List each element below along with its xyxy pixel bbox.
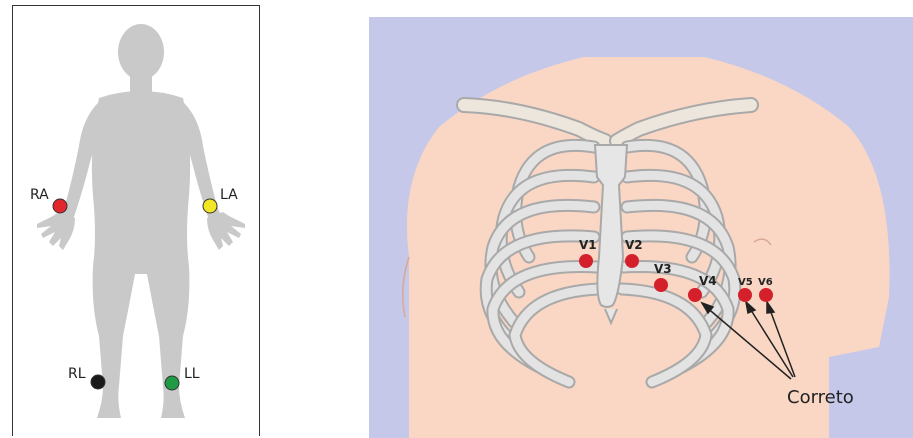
ll-electrode — [165, 376, 179, 390]
v2-electrode — [625, 254, 639, 268]
human-body-silhouette — [37, 24, 245, 418]
v2-label: V2 — [625, 238, 643, 252]
v5-label: V5 — [738, 277, 753, 288]
torso-and-legs — [92, 91, 190, 418]
ll-label: LL — [184, 366, 200, 382]
v6-electrode — [759, 288, 773, 302]
v3-electrode — [654, 278, 668, 292]
la-electrode — [203, 199, 217, 213]
correct-annotation: Correto — [787, 387, 854, 408]
v1-electrode — [579, 254, 593, 268]
v4-electrode — [688, 288, 702, 302]
la-label: LA — [220, 187, 238, 203]
right-hand — [37, 212, 75, 250]
rl-electrode — [91, 375, 105, 389]
chest-lead-diagram: V1 V2 V3 V4 V5 V6 Correto — [369, 17, 913, 438]
precordial-lead-panel: V1 V2 V3 V4 V5 V6 Correto — [369, 17, 913, 438]
head — [118, 24, 164, 80]
ra-electrode — [53, 199, 67, 213]
v3-label: V3 — [654, 262, 672, 276]
limb-lead-diagram: RA LA RL LL — [13, 6, 259, 436]
limb-lead-panel: RA LA RL LL — [12, 5, 260, 436]
v6-label: V6 — [758, 277, 773, 288]
rl-label: RL — [68, 366, 86, 382]
ra-label: RA — [30, 187, 49, 203]
v5-electrode — [738, 288, 752, 302]
v1-label: V1 — [579, 238, 597, 252]
left-hand — [207, 212, 245, 250]
v4-label: V4 — [699, 274, 717, 288]
